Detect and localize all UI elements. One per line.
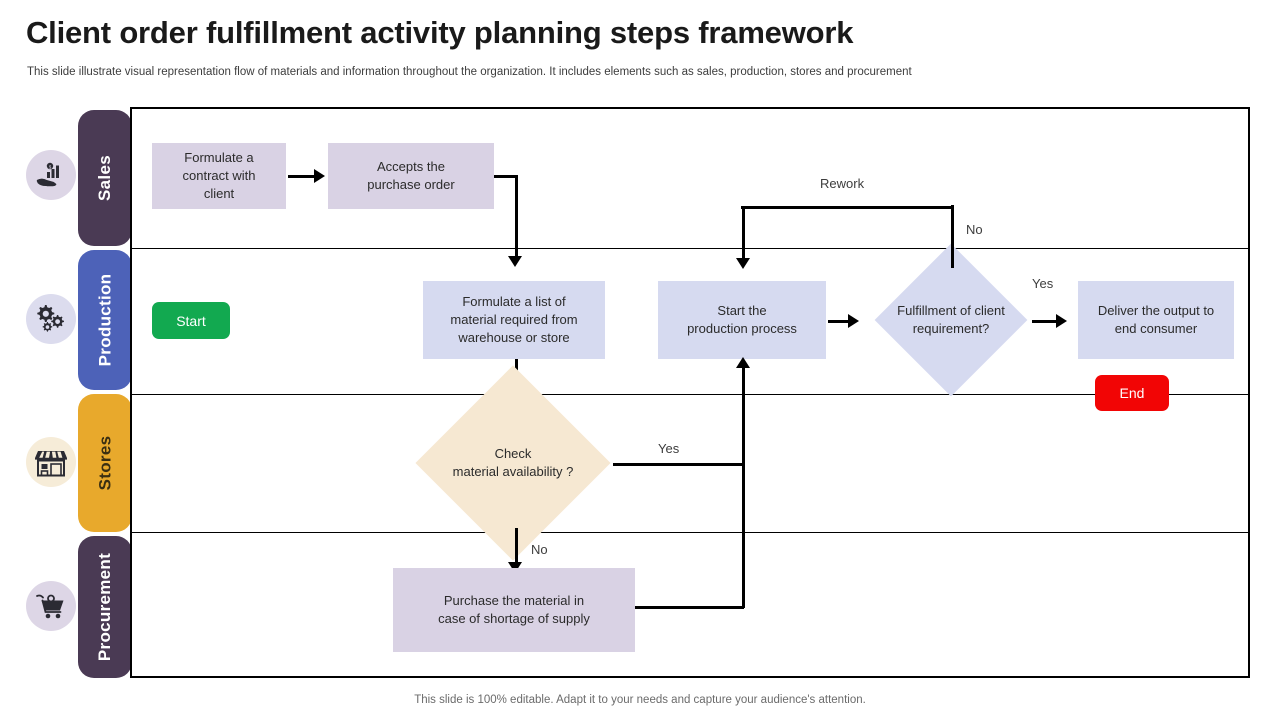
edge-rework-up [951, 205, 954, 268]
svg-text:$: $ [49, 164, 52, 169]
page-subtitle: This slide illustrate visual representat… [27, 66, 912, 78]
edge-production-to-fulfillment [828, 320, 852, 323]
lane-label-procurement: Procurement [95, 552, 115, 662]
arrowhead-material-yes-to-production [736, 357, 750, 368]
arrowhead-fulfillment-to-deliver [1056, 314, 1067, 328]
edge-label-rework: Rework [820, 176, 865, 191]
page-title: Client order fulfillment activity planni… [26, 15, 854, 50]
gears-icon [26, 294, 76, 344]
start-button[interactable]: Start [152, 302, 230, 339]
lane-tab-stores: Stores [78, 394, 132, 532]
edge-fulfillment-yes [1032, 320, 1060, 323]
lane-tab-production: Production [78, 250, 132, 390]
edge-material-yes [613, 463, 744, 466]
edge-label-fulfillment-no: No [966, 222, 983, 237]
arrowhead-rework-to-production [736, 258, 750, 269]
lane-label-stores: Stores [95, 435, 114, 491]
footer-note: This slide is 100% editable. Adapt it to… [414, 694, 866, 706]
edge-label-material-no: No [531, 542, 548, 557]
storefront-icon [26, 437, 76, 487]
edge-label-material-yes: Yes [658, 441, 680, 456]
end-button[interactable]: End [1095, 375, 1169, 411]
edge-po-right [494, 175, 518, 178]
shopping-cart-icon [26, 581, 76, 631]
lane-label-production: Production [95, 273, 114, 367]
lane-divider-production-stores [130, 394, 1250, 395]
lane-divider-sales-production [130, 248, 1250, 249]
hand-holding-growth-chart-icon: $ [26, 150, 76, 200]
edge-po-down [515, 175, 518, 261]
edge-rework-across [741, 206, 953, 209]
arrowhead-production-to-fulfillment [848, 314, 859, 328]
edge-rework-down [742, 206, 745, 263]
edge-material-yes-up [742, 366, 745, 608]
edge-contract-to-po [288, 175, 316, 178]
lane-tab-sales: Sales [78, 110, 132, 246]
arrowhead-contract-to-po [314, 169, 325, 183]
swimlane-frame [130, 107, 1250, 678]
lane-tab-procurement: Procurement [78, 536, 132, 678]
edge-material-no-down [515, 528, 518, 570]
arrowhead-po-to-material-list [508, 256, 522, 267]
edge-label-fulfillment-yes: Yes [1032, 276, 1054, 291]
lane-divider-stores-procurement [130, 532, 1250, 533]
edge-purchase-to-riser [635, 606, 744, 609]
arrowhead-to-purchase-material [508, 562, 522, 573]
lane-label-sales: Sales [95, 155, 114, 201]
